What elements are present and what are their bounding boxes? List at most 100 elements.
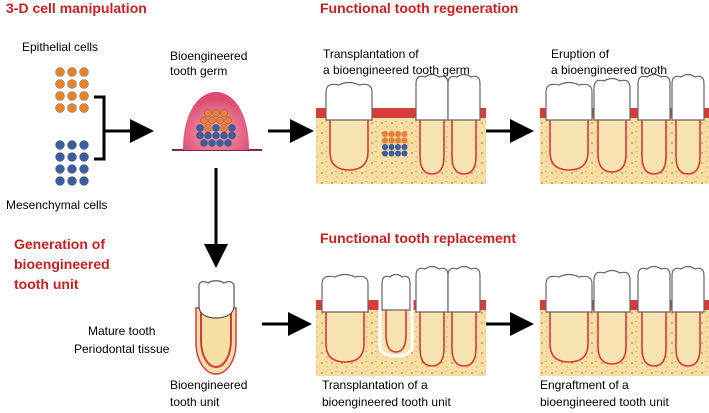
germ-cell: [200, 116, 208, 125]
germ-cell: [382, 137, 388, 144]
implanted-germ: [381, 130, 409, 158]
germ-cell: [220, 109, 228, 117]
tooth-root: [325, 307, 365, 363]
jaw-panel-transplant-germ: [316, 73, 486, 184]
germ-cell: [220, 124, 228, 132]
label-eruption-line1: Eruption of: [551, 47, 610, 61]
germ-cell: [204, 109, 212, 117]
label-mature-tooth: Mature tooth: [88, 324, 156, 338]
tooth-crown: [593, 77, 631, 121]
label-engraft-line2: bioengineered tooth unit: [540, 395, 669, 409]
germ-cell: [382, 144, 388, 150]
germ-cell: [216, 139, 224, 147]
epithelial-cell: [55, 67, 65, 77]
label-eruption-line2: a bioengineered tooth: [551, 63, 668, 77]
germ-cell: [196, 124, 204, 132]
epithelial-cell: [67, 91, 77, 101]
epithelial-cell: [79, 103, 89, 113]
tooth-crown: [545, 273, 593, 313]
tooth-root: [385, 305, 407, 353]
germ-cell: [388, 144, 395, 150]
tooth-root: [329, 115, 369, 171]
jaw-panel-eruption: [540, 73, 709, 184]
germ-cell: [395, 150, 401, 157]
label-transplant-germ-line2: a bioengineered tooth germ: [323, 63, 470, 77]
mesenchymal-cell: [67, 164, 77, 174]
germ-cell: [224, 139, 232, 147]
gum-line: [316, 108, 486, 118]
epithelial-cell: [67, 103, 77, 113]
tooth-crown: [415, 265, 449, 313]
tooth-root: [419, 115, 445, 175]
germ-cell: [382, 150, 388, 157]
tooth-crown: [671, 265, 705, 313]
tooth-crown: [593, 269, 631, 313]
tooth-root: [597, 307, 627, 365]
mesenchymal-cell: [55, 140, 65, 150]
tooth-root: [419, 307, 445, 367]
heading-generation-line3: tooth unit: [14, 276, 79, 292]
tooth-germ: [172, 92, 262, 151]
mesenchymal-cell: [67, 140, 77, 150]
epithelial-cell: [67, 79, 77, 89]
epithelial-cells-cluster: [55, 67, 89, 113]
label-germ-line1: Bioengineered: [170, 49, 248, 63]
germ-cell: [395, 144, 401, 150]
label-engraft-line1: Engraftment of a: [540, 378, 629, 392]
label-periodontal-tissue: Periodontal tissue: [74, 342, 170, 356]
heading-3d-cell-manipulation: 3-D cell manipulation: [6, 0, 147, 16]
bioengineered-tooth-unit: [195, 280, 237, 375]
germ-cell: [204, 124, 212, 132]
tooth-crown: [637, 73, 671, 121]
germ-cell: [388, 131, 395, 137]
germ-cell: [224, 116, 232, 125]
germ-cell: [228, 124, 236, 132]
tooth-root: [597, 115, 627, 173]
tooth-root: [641, 307, 667, 367]
mesenchymal-cell: [79, 164, 89, 174]
mesenchymal-cell: [67, 152, 77, 162]
tooth-crown: [447, 73, 481, 121]
mesenchymal-cell: [79, 140, 89, 150]
tooth-crown: [381, 273, 411, 311]
germ-cell: [388, 137, 395, 144]
heading-generation-line1: Generation of: [14, 236, 106, 252]
jaw-panel-engraftment: [540, 265, 709, 376]
combine-bracket: [94, 95, 106, 161]
mesenchymal-cell: [79, 152, 89, 162]
heading-functional-tooth-replacement: Functional tooth replacement: [320, 230, 517, 246]
epithelial-cell: [55, 103, 65, 113]
germ-cell: [401, 131, 408, 137]
germ-cell: [401, 144, 408, 150]
germ-cell: [200, 139, 208, 147]
label-transplant-unit-line2: bioengineered tooth unit: [322, 395, 451, 409]
epithelial-cell: [79, 91, 89, 101]
epithelial-cell: [55, 79, 65, 89]
label-mesenchymal-cells: Mesenchymal cells: [6, 198, 108, 212]
mesenchymal-cell: [79, 176, 89, 186]
mesenchymal-cell: [55, 176, 65, 186]
mesenchymal-cell: [67, 176, 77, 186]
germ-cell: [208, 139, 216, 147]
tooth-root: [641, 115, 667, 175]
germ-cell: [208, 116, 216, 125]
tooth-root: [549, 307, 589, 363]
germ-cell: [212, 124, 220, 132]
tooth-crown: [321, 273, 369, 313]
germ-cell: [204, 131, 212, 140]
epithelial-cell: [55, 91, 65, 101]
germ-cell: [382, 131, 388, 137]
germ-cell: [395, 137, 401, 144]
germ-cell: [196, 131, 204, 140]
mesenchymal-cell: [55, 164, 65, 174]
label-epithelial-cells: Epithelial cells: [22, 40, 99, 54]
tooth-root: [451, 307, 477, 367]
tooth-crown: [545, 81, 593, 121]
epithelial-cell: [79, 79, 89, 89]
tooth-root: [675, 115, 701, 175]
tooth-root: [451, 115, 477, 175]
tooth-crown: [415, 73, 449, 121]
tooth-root: [675, 307, 701, 367]
tooth-crown: [325, 81, 373, 121]
